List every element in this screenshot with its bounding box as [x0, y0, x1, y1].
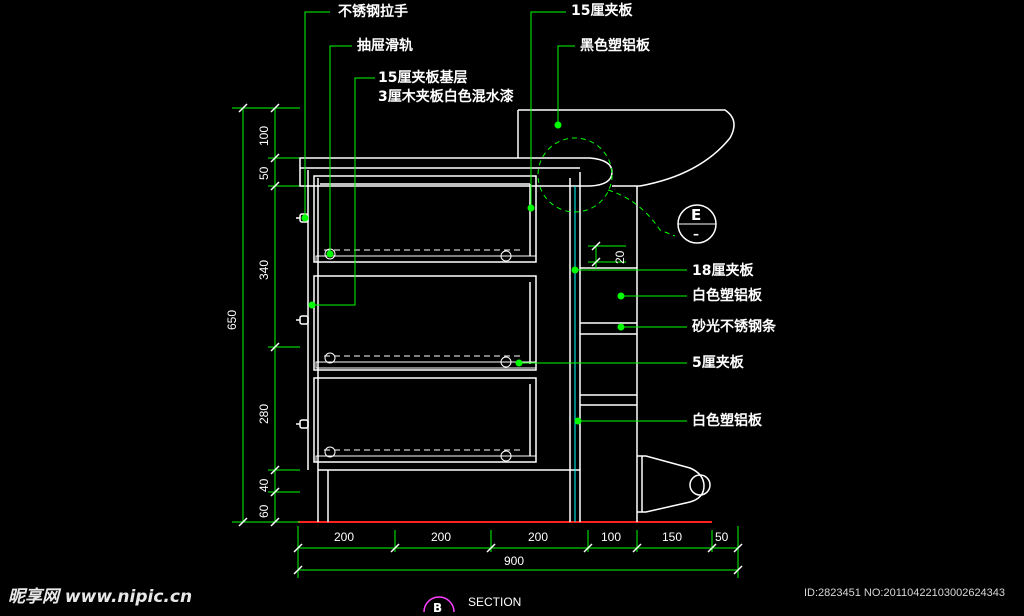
label-plywood-15: 15厘夹板: [571, 3, 633, 19]
section-title: SECTION: [468, 595, 522, 609]
dim-v-50: 50: [257, 166, 271, 180]
section-marker: [423, 596, 455, 612]
detail-marker-e: [677, 204, 717, 244]
leader-lines: [301, 11, 687, 425]
dim-v-100: 100: [257, 125, 271, 146]
label-paint-finish: 3厘木夹板白色混水漆: [378, 89, 514, 105]
label-base-layer: 15厘夹板基层: [378, 70, 468, 86]
dim-v-280: 280: [257, 403, 271, 424]
label-plywood-5: 5厘夹板: [692, 355, 744, 371]
label-plywood-18: 18厘夹板: [692, 263, 754, 279]
dim-v-20: 20: [613, 250, 627, 264]
dim-h-150: 150: [662, 530, 683, 544]
label-white-laminate-1: 白色塑铝板: [692, 288, 762, 304]
dim-v-40: 40: [257, 478, 271, 492]
dim-v-60: 60: [257, 504, 271, 518]
detail-callout: [537, 137, 676, 237]
label-black-laminate: 黑色塑铝板: [580, 38, 650, 54]
dim-h-50: 50: [715, 530, 729, 544]
dim-h-900: 900: [504, 554, 525, 568]
drawer-slides: [315, 248, 537, 463]
detail-marker-sub: –: [693, 227, 699, 241]
label-brushed-steel-strip: 砂光不锈钢条: [692, 319, 776, 335]
label-stainless-handle: 不锈钢拉手: [338, 4, 408, 20]
dim-h-200-b: 200: [431, 530, 452, 544]
watermark-logo: 昵享网 www.nipic.cn: [8, 587, 193, 607]
label-drawer-slide: 抽屉滑轨: [357, 38, 413, 54]
rear-counter: [517, 109, 735, 522]
dim-h-200-a: 200: [334, 530, 355, 544]
dim-v-340: 340: [257, 259, 271, 280]
watermark-id: ID:2823451 NO:20110422103002624343: [804, 587, 1006, 599]
dim-h-200-c: 200: [528, 530, 549, 544]
cabinet-body: [299, 157, 613, 522]
detail-marker-letter: E: [691, 206, 702, 224]
label-white-laminate-2: 白色塑铝板: [692, 413, 762, 429]
section-letter: B: [433, 601, 443, 615]
dim-h-100: 100: [601, 530, 622, 544]
dim-v-650: 650: [225, 309, 239, 330]
drawer-handles: [296, 213, 309, 429]
